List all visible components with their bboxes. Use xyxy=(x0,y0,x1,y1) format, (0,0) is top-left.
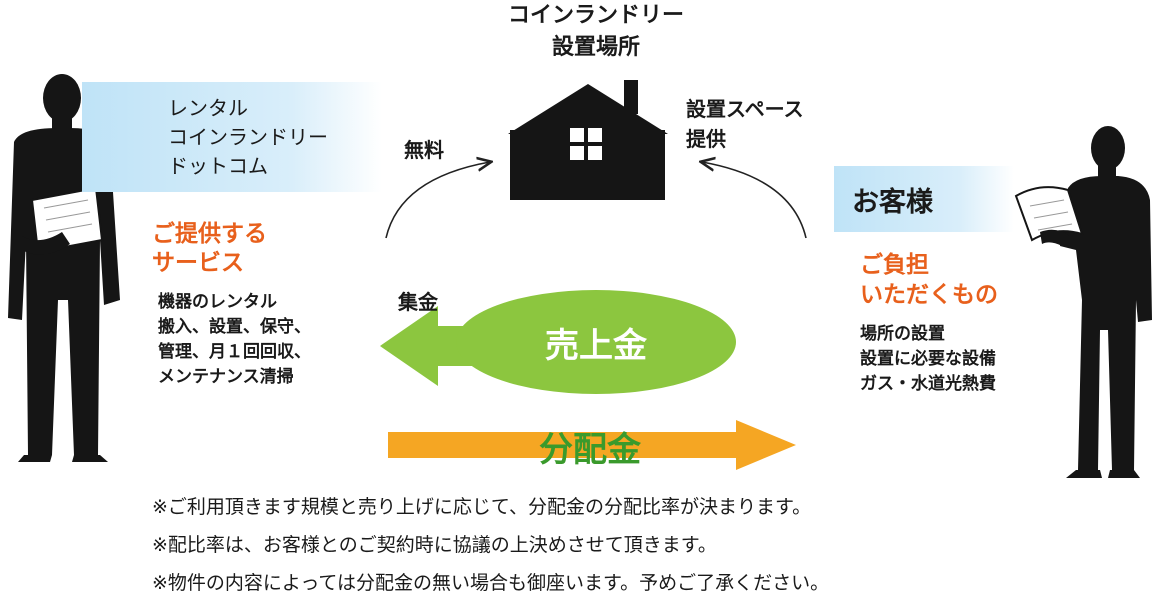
space-arrow xyxy=(702,162,807,239)
left-party-name: レンタル コインランドリー ドットコム xyxy=(168,94,328,181)
left-party-item: メンテナンス清掃 xyxy=(158,367,294,387)
distribution-arrow xyxy=(388,420,796,470)
right-party-item: ガス・水道光熱費 xyxy=(860,374,996,394)
left-party-heading-line-1: ご提供する xyxy=(152,221,267,247)
house-icon xyxy=(508,80,668,200)
note-line: ※配比率は、お客様とのご契約時に協議の上決めさせて頂きます。 xyxy=(152,534,717,556)
space-label-line-1: 設置スペース xyxy=(686,97,804,121)
left-party-items: 機器のレンタル 搬入、設置、保守、 管理、月１回回収、 メンテナンス清掃 xyxy=(158,290,311,390)
left-party-name-line-3: ドットコム xyxy=(168,154,268,178)
left-party-item: 管理、月１回回収、 xyxy=(158,342,311,362)
businessman-right-icon xyxy=(1060,126,1152,478)
space-label: 設置スペース 提供 xyxy=(686,94,804,154)
left-party-heading: ご提供する サービス xyxy=(152,220,267,278)
location-line-1: コインランドリー xyxy=(507,3,684,28)
free-label: 無料 xyxy=(404,138,444,162)
left-party-box xyxy=(82,82,382,192)
left-party-name-line-1: レンタル xyxy=(168,96,248,120)
note-line: ※物件の内容によっては分配金の無い場合も御座います。予めご了承ください。 xyxy=(152,572,830,594)
left-party-name-line-2: コインランドリー xyxy=(168,125,328,149)
sales-label: 売上金 xyxy=(545,326,647,366)
note-line: ※ご利用頂きます規模と売り上げに応じて、分配金の分配比率が決まります。 xyxy=(152,496,812,518)
document-icon xyxy=(22,186,104,255)
space-label-line-2: 提供 xyxy=(686,127,726,151)
right-party-items: 場所の設置 設置に必要な設備 ガス・水道光熱費 xyxy=(860,322,996,397)
right-party-item: 設置に必要な設備 xyxy=(860,349,996,369)
right-party-heading: ご負担 いただくもの xyxy=(860,250,998,310)
notes: ※ご利用頂きます規模と売り上げに応じて、分配金の分配比率が決まります。 ※配比率… xyxy=(152,488,829,602)
collection-label: 集金 xyxy=(398,290,438,314)
right-party-name: お客様 xyxy=(852,187,933,218)
location-line-2: 設置場所 xyxy=(551,35,640,60)
collection-arrow xyxy=(380,306,480,386)
free-arrow xyxy=(385,162,490,239)
distribution-label: 分配金 xyxy=(539,430,641,470)
location-title: コインランドリー 設置場所 xyxy=(476,0,716,64)
right-party-item: 場所の設置 xyxy=(860,324,945,344)
sales-ellipse xyxy=(456,290,736,394)
right-party-heading-line-1: ご負担 xyxy=(860,252,929,278)
right-party-heading-line-2: いただくもの xyxy=(860,282,998,308)
left-party-heading-line-2: サービス xyxy=(152,250,244,276)
left-party-item: 搬入、設置、保守、 xyxy=(158,317,311,337)
paper-icon xyxy=(1014,186,1084,246)
left-party-item: 機器のレンタル xyxy=(158,292,277,312)
right-party-box xyxy=(834,166,1014,232)
